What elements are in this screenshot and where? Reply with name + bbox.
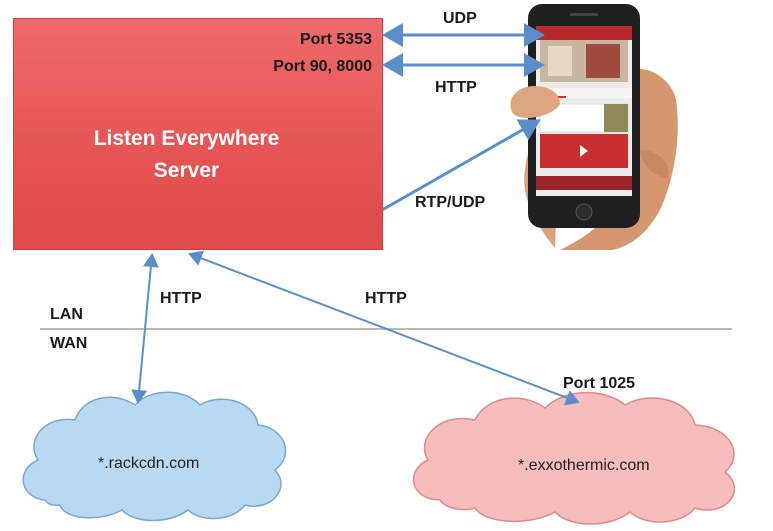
arrow-http-cdn xyxy=(131,253,159,404)
listen-everywhere-server: Port 5353 Port 90, 8000 Listen Everywher… xyxy=(13,18,383,250)
rackcdn-domain: *.rackcdn.com xyxy=(98,455,200,472)
cloud-rackcdn xyxy=(22,391,287,522)
smartphone-in-hand xyxy=(510,4,678,250)
port-1025-label: Port 1025 xyxy=(563,375,636,392)
wan-label: WAN xyxy=(50,335,88,352)
port-90-8000-label: Port 90, 8000 xyxy=(273,58,372,75)
server-title: Listen Everywhere Server xyxy=(74,123,299,187)
http-exxothermic-label: HTTP xyxy=(365,290,407,307)
http-phone-label: HTTP xyxy=(435,79,477,96)
exxothermic-domain: *.exxothermic.com xyxy=(518,457,650,474)
server-title-line1: Listen Everywhere xyxy=(93,127,280,150)
port-5353-label: Port 5353 xyxy=(299,31,372,48)
http-cdn-label: HTTP xyxy=(160,290,202,307)
server-title-line2: Server xyxy=(153,159,220,182)
rtp-udp-label: RTP/UDP xyxy=(415,194,486,211)
lan-label: LAN xyxy=(50,306,83,323)
udp-label: UDP xyxy=(443,10,477,27)
arrow-http-exxothermic xyxy=(188,250,580,406)
cloud-exxothermic xyxy=(412,391,736,525)
arrow-rtp-udp xyxy=(381,119,541,212)
